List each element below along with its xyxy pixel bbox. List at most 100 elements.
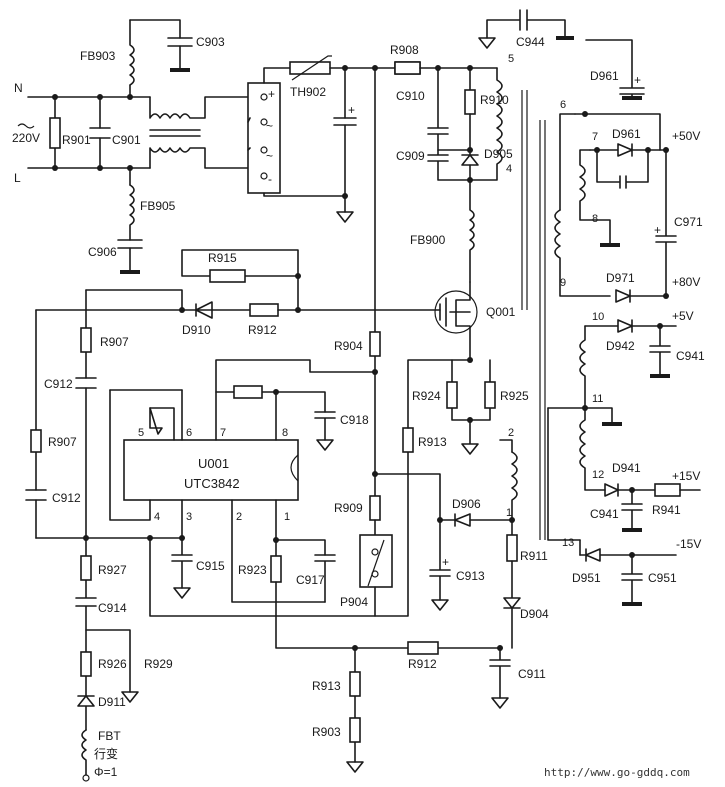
- label-u001: U001: [198, 456, 229, 471]
- label-220v: 220V: [12, 131, 40, 145]
- label-d942: D942: [606, 339, 635, 353]
- label-d951: D951: [572, 571, 601, 585]
- d942-diode: [584, 319, 677, 333]
- svg-text:+: +: [348, 103, 355, 117]
- fb900-coil: [469, 179, 475, 283]
- label-c917: C917: [296, 573, 325, 587]
- d905-diode: [461, 149, 479, 166]
- label-r907b: R907: [48, 435, 77, 449]
- r904-resistor: [369, 331, 381, 357]
- label-c918: C918: [340, 413, 369, 427]
- d961a-capacitor: [585, 39, 645, 99]
- label-d904: D904: [520, 607, 549, 621]
- label-fbt-cn: 行变: [94, 746, 118, 761]
- r913b-resistor: [349, 671, 361, 697]
- p904-component: [359, 534, 393, 588]
- r907b-resistor: [30, 429, 42, 453]
- label-pin7: 7: [220, 427, 226, 439]
- label-w1: 1: [506, 507, 512, 519]
- label-c944: C944: [516, 35, 545, 49]
- labels: N L 220V R901 C901 FB903 C903 FB905 C906…: [12, 35, 705, 779]
- label-r910: R910: [480, 93, 509, 107]
- svg-text:+: +: [268, 87, 275, 101]
- svg-text:~: ~: [266, 149, 273, 163]
- label-n: N: [14, 81, 23, 95]
- c944-capacitor: [486, 9, 566, 39]
- c911-capacitor: [489, 647, 511, 699]
- d910-diode: [195, 301, 213, 319]
- label-c912a: C912: [44, 377, 73, 391]
- ac-wave-icon: [17, 123, 35, 129]
- control-section: +: [25, 67, 521, 782]
- u001-chip: [123, 439, 299, 501]
- label-c915: C915: [196, 559, 225, 573]
- d906-diode: [454, 513, 471, 527]
- label-c906: C906: [88, 245, 117, 259]
- c910-capacitor: [427, 67, 471, 151]
- label-r912a: R912: [248, 323, 277, 337]
- line-filter-top: [149, 96, 251, 119]
- svg-text:-: -: [268, 172, 272, 186]
- r912b-resistor: [407, 641, 439, 655]
- r-feedback-resistor: [233, 385, 263, 399]
- label-r929: R929: [144, 657, 173, 671]
- svg-text:+: +: [442, 555, 449, 569]
- label-w8: 8: [592, 213, 598, 225]
- label-q001: Q001: [486, 305, 516, 319]
- label-c903: C903: [196, 35, 225, 49]
- label-w7: 7: [592, 131, 598, 143]
- label-fb905: FB905: [140, 199, 176, 213]
- label-pin1: 1: [284, 511, 290, 523]
- label-r915: R915: [208, 251, 237, 265]
- c951-capacitor: [621, 554, 643, 605]
- label-r908: R908: [390, 43, 419, 57]
- label-w12: 12: [592, 469, 604, 481]
- r901-resistor: [49, 117, 61, 149]
- r915-resistor: [209, 269, 246, 283]
- r908-resistor: [394, 61, 421, 75]
- label-th902: TH902: [290, 85, 326, 99]
- label-c941b: C941: [590, 507, 619, 521]
- label-v15n: -15V: [676, 537, 701, 551]
- label-r924: R924: [412, 389, 441, 403]
- label-pin4: 4: [154, 511, 160, 523]
- primary-section: [394, 9, 574, 363]
- r907a-resistor: [80, 327, 92, 353]
- r911-resistor: [506, 534, 518, 562]
- label-r909: R909: [334, 501, 363, 515]
- bulk-capacitor: [333, 117, 357, 126]
- label-fb900: FB900: [410, 233, 446, 247]
- label-r926: R926: [98, 657, 127, 671]
- label-c941a: C941: [676, 349, 705, 363]
- label-pin2: 2: [236, 511, 242, 523]
- label-c901: C901: [112, 133, 141, 147]
- label-c951: C951: [648, 571, 677, 585]
- r924-resistor: [446, 381, 458, 409]
- label-w13: 13: [562, 537, 574, 549]
- label-pin6: 6: [186, 427, 192, 439]
- d971-diode: [615, 289, 667, 303]
- label-r904: R904: [334, 339, 363, 353]
- c913-capacitor: [429, 519, 451, 601]
- d904-diode: [503, 560, 521, 649]
- label-r903: R903: [312, 725, 341, 739]
- c906-capacitor: [117, 239, 143, 249]
- label-w5: 5: [508, 53, 514, 65]
- r941-resistor: [654, 483, 681, 497]
- r903-resistor: [349, 717, 361, 743]
- label-c909: C909: [396, 149, 425, 163]
- svg-text:+: +: [654, 223, 661, 237]
- c912a-capacitor: [75, 377, 97, 389]
- label-fbt: FBT: [98, 729, 121, 743]
- label-r927: R927: [98, 563, 127, 577]
- label-c912b: C912: [52, 491, 81, 505]
- label-r911: R911: [520, 549, 548, 563]
- aux-winding: [511, 451, 518, 536]
- label-r901: R901: [62, 133, 91, 147]
- label-r941: R941: [652, 503, 681, 517]
- c901-capacitor: [89, 127, 111, 139]
- primary-winding: [469, 67, 503, 181]
- r909-resistor: [369, 495, 381, 521]
- ground-icon: [336, 211, 354, 223]
- svg-text:~: ~: [266, 119, 273, 133]
